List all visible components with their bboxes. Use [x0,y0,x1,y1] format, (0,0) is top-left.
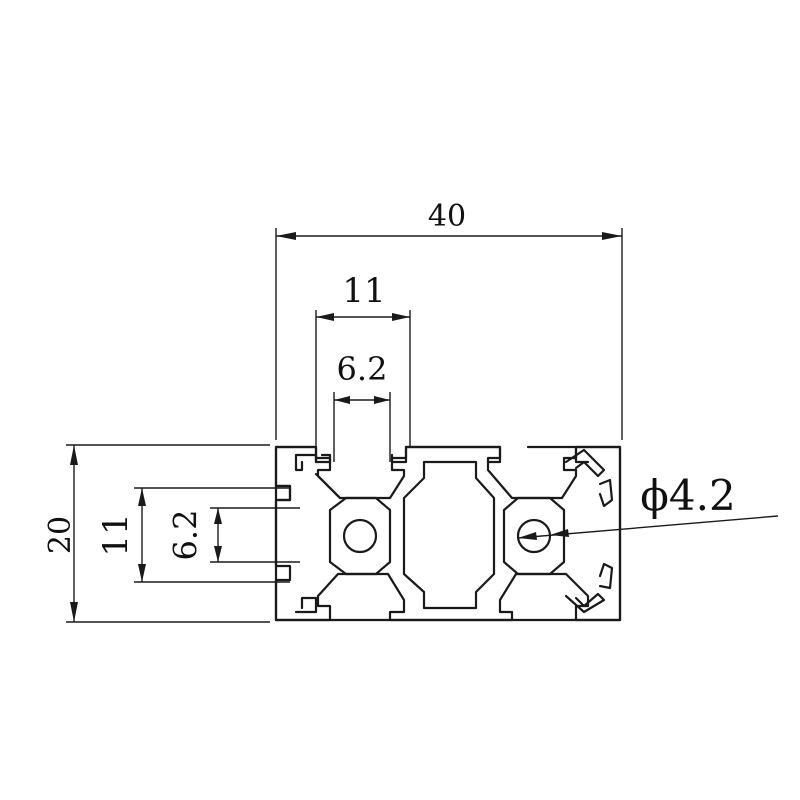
left-top-slot [294,453,342,500]
label-slot-6-2: 6.2 [337,350,388,388]
right-core-hole [516,518,552,554]
label-width-40: 40 [428,199,466,234]
label-hole-diameter: ϕ4.2 [640,471,735,520]
dimension-height-20: 20 [43,444,270,623]
label-side-slot-6-2: 6.2 [167,510,205,561]
left-bottom-slot [294,596,318,614]
profile-cross-section [274,445,622,622]
label-slot-11: 11 [342,271,385,311]
left-core-hole [342,518,378,554]
profile-body [274,445,622,622]
label-side-slot-11: 11 [96,513,136,556]
dimension-slot-11: 11 [315,271,411,448]
dimension-side-slot-11: 11 [96,487,290,583]
right-bottom-slot [564,562,614,614]
right-core-wall [502,496,566,576]
right-top-slot [564,448,614,508]
dimension-width-40: 40 [275,199,623,440]
label-height-20: 20 [43,516,78,554]
dimension-side-slot-6-2: 6.2 [167,507,300,563]
left-core-wall [328,496,392,576]
dimension-hole-diameter: ϕ4.2 [517,471,779,540]
dimension-slot-6-2: 6.2 [333,350,391,462]
center-chamber [402,460,496,610]
